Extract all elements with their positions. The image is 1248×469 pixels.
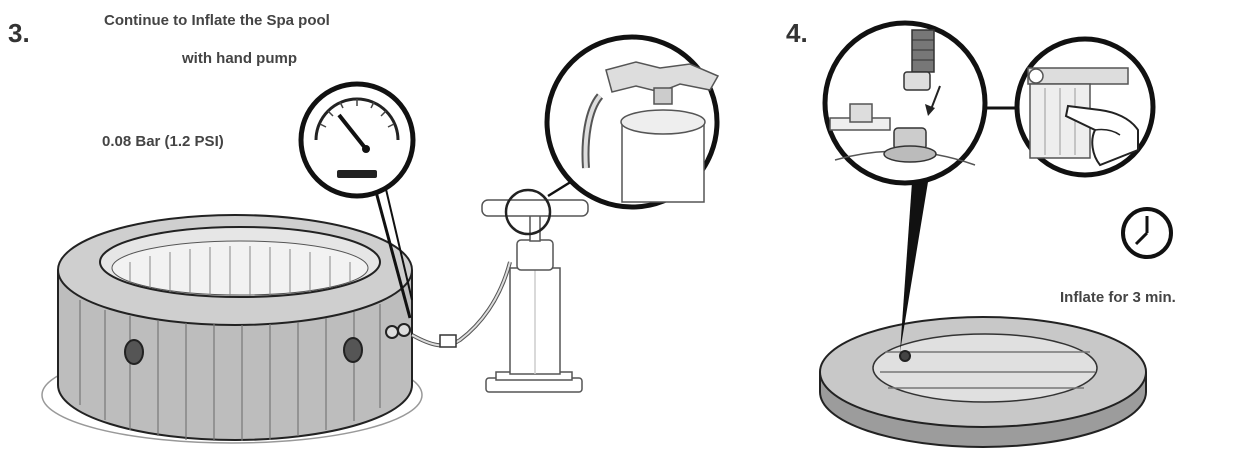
hose: [412, 262, 510, 347]
valve-detail-callout: [825, 23, 985, 352]
gauge-display: [337, 170, 377, 178]
spa-pool-illustration: [42, 215, 422, 443]
hand-press-callout: [1017, 39, 1153, 175]
pump-detail-callout: [547, 37, 718, 207]
clock-icon: [1123, 209, 1171, 257]
spa-cover-illustration: [820, 317, 1146, 447]
